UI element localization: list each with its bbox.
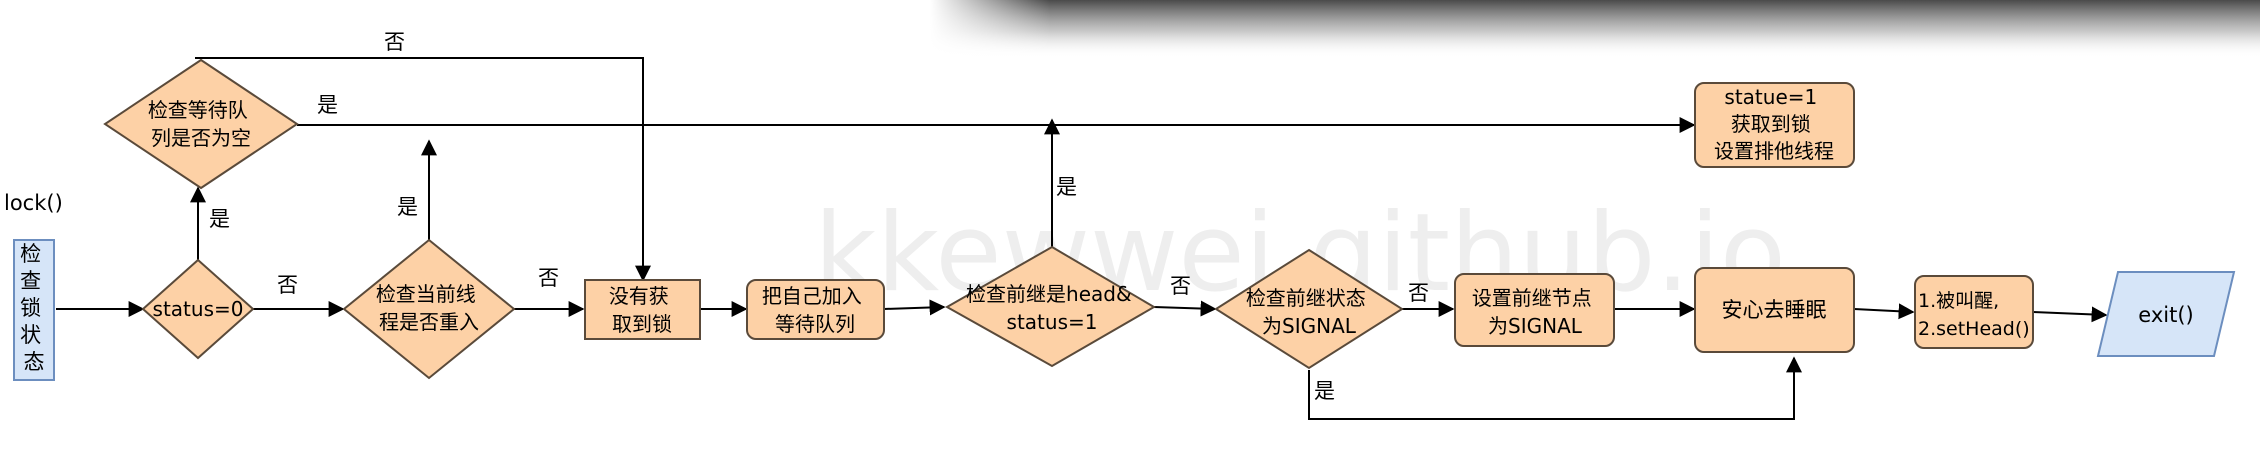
acquired-box — [1694, 82, 1855, 168]
node-check-lock: 检 查 锁 状 态 — [13, 239, 55, 381]
acquired-text: statue=1 获取到锁 设置排他线程 — [1714, 85, 1834, 163]
edge-labels: 是 否 否 是 是 否 是 否 否 是 — [209, 30, 1429, 403]
check-queue-diamond — [103, 58, 299, 190]
label-head-no: 否 — [1170, 274, 1191, 298]
label-status0-yes: 是 — [209, 207, 230, 231]
start-label: lock() — [4, 191, 63, 215]
label-queue-yes: 是 — [317, 93, 338, 117]
edge-queue-no — [195, 57, 651, 282]
edge-signal-yes — [1308, 356, 1802, 420]
check-reentry-text: 检查当前线 程是否重入 — [376, 282, 482, 334]
label-reentry-no: 否 — [538, 266, 559, 290]
exit-text: exit() — [2138, 303, 2193, 327]
node-add-queue: 把自己加入 等待队列 — [746, 279, 885, 340]
edge-head-no — [1153, 300, 1217, 317]
add-queue-box — [746, 279, 885, 340]
check-lock-text: 检 查 锁 状 态 — [20, 242, 48, 374]
check-lock-box — [13, 239, 55, 381]
not-acquired-text: 没有获 取到锁 — [609, 284, 675, 336]
window-shadow-fade — [930, 0, 1050, 60]
label-signal-yes: 是 — [1314, 379, 1335, 403]
node-wake: 1.被叫醒, 2.setHead() — [1914, 275, 2034, 349]
label-status0-no: 否 — [277, 273, 298, 297]
node-status0: status=0 — [141, 258, 255, 360]
label-reentry-yes: 是 — [397, 195, 418, 219]
edge-sleep-wake — [1853, 303, 1915, 320]
set-pred-signal-box — [1454, 273, 1615, 347]
set-pred-signal-text: 设置前继节点 为SIGNAL — [1472, 286, 1598, 338]
node-not-acquired: 没有获 取到锁 — [584, 279, 701, 340]
node-set-pred-signal: 设置前继节点 为SIGNAL — [1454, 273, 1615, 347]
sleep-box — [1694, 267, 1855, 353]
status0-text: status=0 — [153, 297, 244, 321]
node-check-pred-head: 检查前继是head& status=1 — [944, 245, 1156, 368]
check-reentry-diamond — [342, 238, 516, 380]
check-queue-text: 检查等待队 列是否为空 — [148, 98, 254, 150]
add-queue-text: 把自己加入 等待队列 — [762, 284, 868, 336]
label-queue-no: 否 — [384, 30, 405, 54]
node-acquired: statue=1 获取到锁 设置排他线程 — [1694, 82, 1855, 168]
label-head-yes: 是 — [1056, 175, 1077, 199]
edge-addqueue-head — [883, 299, 946, 316]
not-acquired-box — [584, 279, 701, 340]
status0-diamond — [141, 258, 255, 360]
node-exit: exit() — [2096, 271, 2236, 357]
wake-box — [1914, 275, 2034, 349]
check-pred-head-text: 检查前继是head& status=1 — [966, 282, 1138, 334]
sleep-text: 安心去睡眠 — [1722, 298, 1827, 322]
check-pred-signal-diamond — [1214, 248, 1404, 370]
node-sleep: 安心去睡眠 — [1694, 267, 1855, 353]
check-pred-signal-text: 检查前继状态 为SIGNAL — [1246, 286, 1372, 338]
edge-wake-exit — [2032, 306, 2108, 323]
edges — [56, 57, 2108, 420]
window-shadow — [930, 0, 2260, 58]
node-check-pred-signal: 检查前继状态 为SIGNAL — [1214, 248, 1404, 370]
exit-parallelogram — [2096, 271, 2236, 357]
wake-text: 1.被叫醒, 2.setHead() — [1918, 290, 2030, 340]
node-check-queue: 检查等待队 列是否为空 — [103, 58, 299, 190]
label-signal-no: 否 — [1408, 281, 1429, 305]
check-pred-head-diamond — [944, 245, 1156, 368]
node-check-reentry: 检查当前线 程是否重入 — [342, 238, 516, 380]
